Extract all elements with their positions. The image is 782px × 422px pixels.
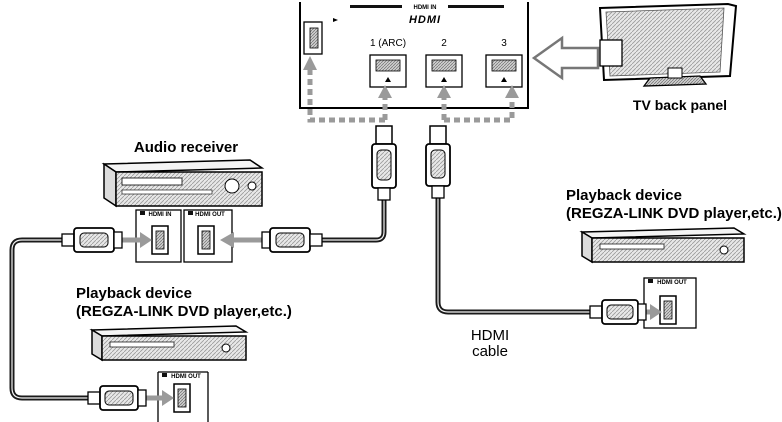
tv-set-icon	[598, 2, 738, 87]
audio-receiver-icon	[101, 159, 265, 208]
port3-arrow	[444, 96, 515, 123]
player-left-port-arrow	[146, 390, 174, 406]
signal-arrows	[307, 68, 515, 123]
tv-back-panel-label: TV back panel	[633, 97, 727, 113]
tv-hdmi-port-1[interactable]	[369, 54, 407, 88]
player-left-hdmi-out-label: HDMI OUT	[171, 374, 201, 380]
zoom-arrow-icon	[531, 35, 600, 81]
receiver-hdmi-out-port[interactable]	[197, 225, 215, 255]
playback-right-label-line2: (REGZA-LINK DVD player,etc.)	[566, 205, 782, 222]
receiver-hdmi-out-panel: HDMI OUT	[183, 209, 233, 263]
player-right-hdmi-out-panel: HDMI OUT	[643, 277, 697, 329]
arc-return-arrow	[307, 68, 385, 123]
playback-device-right-icon	[579, 227, 747, 264]
player-right-hdmi-out-label: HDMI OUT	[657, 280, 687, 286]
player-left-hdmi-out-port[interactable]	[173, 383, 191, 413]
audio-receiver-label: Audio receiver	[134, 139, 238, 156]
playback-right-label-line1: Playback device	[566, 187, 682, 204]
tv-hdmi-in-label: HDMI IN	[414, 5, 437, 11]
hdmi-plug-to-tv-port1	[371, 125, 397, 201]
tv-port-label-3: 3	[501, 38, 507, 49]
receiver-hdmi-in-label: HDMI IN	[149, 212, 172, 218]
arrow-tips	[303, 56, 519, 98]
tv-hdmi-port-3[interactable]	[485, 54, 523, 88]
hdmi-plug-to-tv-port2	[425, 125, 451, 199]
tv-port-label-2: 2	[441, 38, 447, 49]
cable-receiver-to-tv	[320, 200, 387, 243]
tv-port-label-1: 1 (ARC)	[370, 38, 406, 49]
tv-terminal-panel: HDMI IN HDMI 1 (ARC) 2 3	[299, 2, 529, 109]
hdmi-plug-receiver-in	[61, 227, 123, 253]
playback-left-label-line1: Playback device	[76, 285, 192, 302]
player-left-hdmi-out-panel: HDMI OUT	[157, 371, 209, 422]
hdmi-logo: HDMI	[409, 14, 441, 26]
player-right-hdmi-out-port[interactable]	[659, 295, 677, 325]
tv-hdmi-port-2[interactable]	[425, 54, 463, 88]
hdmi-plug-player-right	[589, 299, 647, 325]
receiver-hdmi-out-label: HDMI OUT	[195, 212, 225, 218]
hdmi-cable-label-line2: cable	[472, 343, 508, 360]
hdmi-plug-player-left	[87, 385, 147, 411]
hdmi-plug-receiver-out	[261, 227, 323, 253]
hdmi-cable-label-line1: HDMI	[471, 327, 509, 344]
playback-left-label-line2: (REGZA-LINK DVD player,etc.)	[76, 303, 292, 320]
playback-device-left-icon	[89, 325, 249, 362]
receiver-hdmi-in-port[interactable]	[151, 225, 169, 255]
